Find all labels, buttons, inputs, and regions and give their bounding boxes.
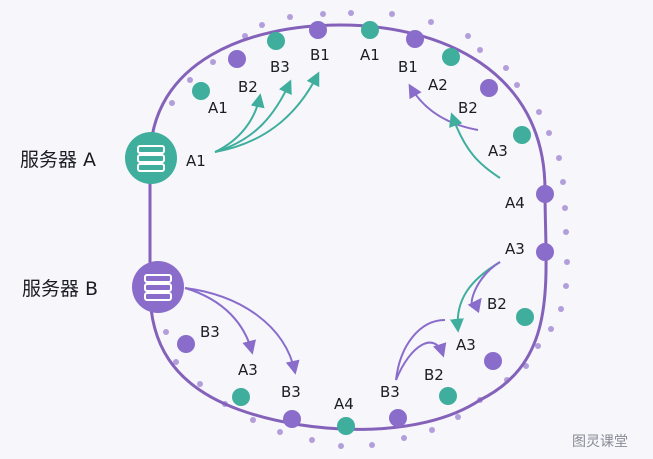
decor-dot xyxy=(338,443,344,449)
database-icon xyxy=(144,274,172,301)
arrow-b-to-b3 xyxy=(184,287,300,375)
decor-dot xyxy=(548,326,554,332)
arrow-a2-to-b1 xyxy=(408,83,479,131)
decor-dot xyxy=(477,47,483,53)
arrow-b-to-a3 xyxy=(184,287,256,355)
decor-dot xyxy=(455,414,461,420)
arrow-a3-to-b2-lower xyxy=(467,261,501,314)
ring-node-purple xyxy=(389,409,407,427)
decor-dot xyxy=(563,229,569,235)
ring-node-purple xyxy=(177,335,195,353)
decor-dot xyxy=(250,417,256,423)
ring-node-teal xyxy=(442,48,460,66)
decor-dot xyxy=(465,33,471,39)
ring-node-purple xyxy=(309,21,327,39)
decor-dot xyxy=(169,100,175,106)
ring-node-purple xyxy=(228,50,246,68)
decor-dot xyxy=(514,82,520,88)
ring-node-purple xyxy=(283,410,301,428)
decor-dot xyxy=(564,259,570,265)
l-b2-lower: B2 xyxy=(487,295,507,313)
mapping-arrows xyxy=(184,71,501,381)
decor-dot xyxy=(210,59,216,65)
decor-dot xyxy=(546,130,552,136)
outer-decoration-dots xyxy=(163,10,570,449)
decor-dot xyxy=(348,10,354,16)
decor-dot xyxy=(389,11,395,17)
decor-dot xyxy=(173,359,179,365)
l-a4-bottom: A4 xyxy=(334,395,354,413)
l-b2-bottom: B2 xyxy=(424,366,444,384)
decor-dot xyxy=(401,435,407,441)
node-labels: A1 B2 B3 B1 A1 B1 A2 B2 A3 A4 A3 B2 A3 B… xyxy=(186,46,525,413)
ring-node-teal xyxy=(267,32,285,50)
decor-dot xyxy=(242,33,248,39)
l-a2-right: A2 xyxy=(428,76,448,94)
ring-node-purple xyxy=(406,30,424,48)
decor-dot xyxy=(429,427,435,433)
l-a4-right: A4 xyxy=(505,194,525,212)
arrow-a1-to-b1 xyxy=(214,71,320,153)
l-b1-top: B1 xyxy=(310,46,330,64)
ring-node-teal xyxy=(513,126,531,144)
database-icon xyxy=(137,145,165,172)
l-b1-right: B1 xyxy=(398,58,418,76)
decor-dot xyxy=(428,19,434,25)
ring-node-purple xyxy=(480,79,498,97)
ring-nodes xyxy=(177,21,554,435)
decor-dot xyxy=(277,429,283,435)
arrow-b3-to-a3 xyxy=(395,341,447,381)
decor-dot xyxy=(556,155,562,161)
server-a-label: 服务器 A xyxy=(20,149,96,171)
decor-dot xyxy=(163,329,169,335)
l-a1-ring: A1 xyxy=(360,46,380,64)
server-b[interactable] xyxy=(132,261,184,313)
arrow-a1-to-b3 xyxy=(214,79,292,153)
arrow-b3-to-b2 xyxy=(395,319,446,381)
decor-dot xyxy=(536,109,542,115)
l-b3-left: B3 xyxy=(200,323,220,341)
decor-dot xyxy=(523,363,529,369)
l-a3-lower: A3 xyxy=(456,336,476,354)
ring-node-teal xyxy=(337,417,355,435)
l-b3-top: B3 xyxy=(270,58,290,76)
decor-dot xyxy=(563,283,569,289)
ring-node-purple xyxy=(536,185,554,203)
l-b3-bottom2: B3 xyxy=(281,383,301,401)
ring-node-teal xyxy=(192,82,210,100)
decor-dot xyxy=(560,179,566,185)
server-b-label: 服务器 B xyxy=(22,278,98,300)
decor-dot xyxy=(503,65,509,71)
ring-node-teal xyxy=(232,388,250,406)
decor-dot xyxy=(369,442,375,448)
decor-dot xyxy=(287,14,293,20)
l-b2-top: B2 xyxy=(238,78,258,96)
l-a1-server: A1 xyxy=(186,152,206,170)
l-b2-right: B2 xyxy=(458,99,478,117)
decor-dot xyxy=(558,306,564,312)
watermark-text: 图灵课堂 xyxy=(572,434,628,450)
ring-node-teal xyxy=(439,387,457,405)
hash-ring xyxy=(148,23,548,431)
server-a[interactable] xyxy=(125,132,177,184)
ring-node-teal xyxy=(516,308,534,326)
decor-dot xyxy=(197,381,203,387)
ring-node-teal xyxy=(361,21,379,39)
decor-dot xyxy=(562,205,568,211)
l-a3-bottom: A3 xyxy=(238,361,258,379)
decor-dot xyxy=(259,22,265,28)
arrow-a1-to-b2 xyxy=(214,93,265,153)
ring-node-purple xyxy=(484,352,502,370)
arrow-a4-to-a3 xyxy=(449,112,501,179)
l-a3-right2: A3 xyxy=(505,240,525,258)
decor-dot xyxy=(309,437,315,443)
decor-dot xyxy=(320,11,326,17)
l-a1-top: A1 xyxy=(208,99,228,117)
l-b3-bottom: B3 xyxy=(380,383,400,401)
l-a3-right: A3 xyxy=(488,142,508,160)
decor-dot xyxy=(535,343,541,349)
decor-dot xyxy=(187,77,193,83)
ring-node-purple xyxy=(536,243,554,261)
